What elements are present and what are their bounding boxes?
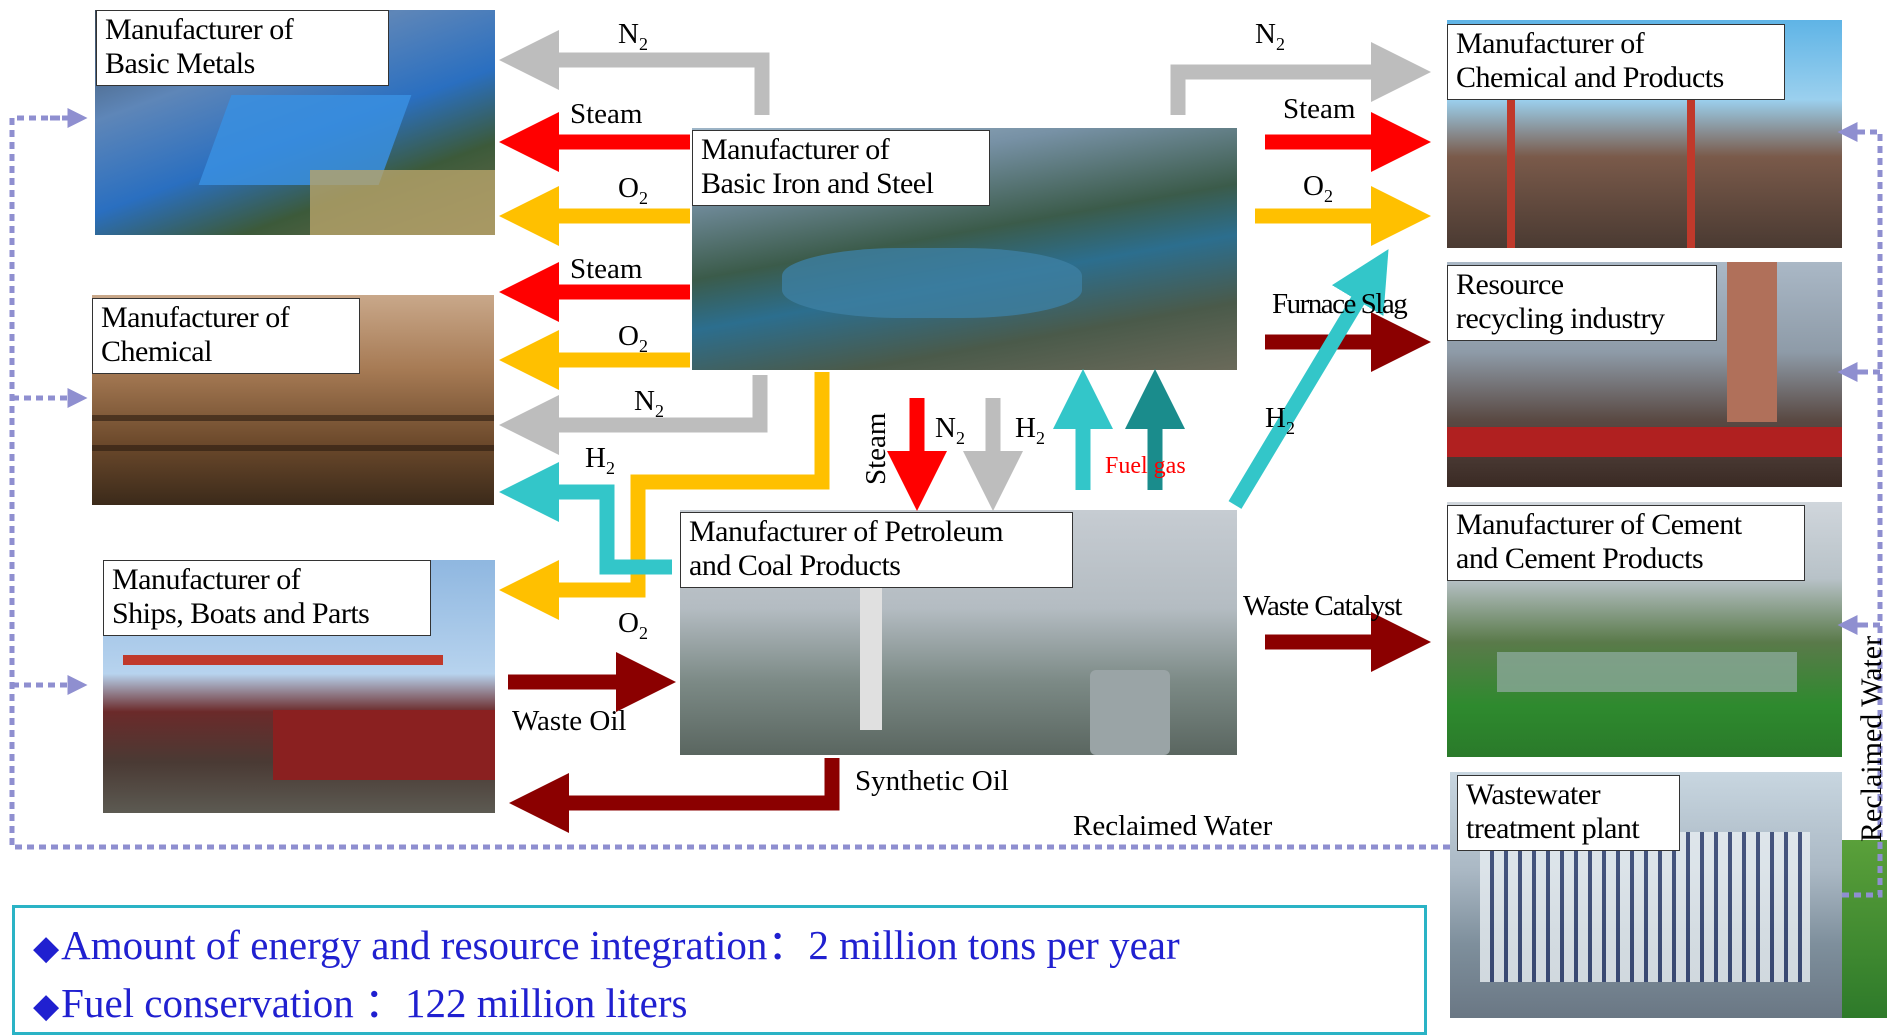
steam-label-right: Steam (1283, 93, 1356, 125)
h2-label-right: H2 (1265, 402, 1295, 438)
diamond-bullet-icon: ◆ (33, 930, 60, 967)
basic-metals-label: Manufacturer of Basic Metals (96, 10, 389, 86)
reclaimed-water-vertical-label: Reclaimed Water (1855, 635, 1887, 842)
n2-label-left-mid: N2 (634, 385, 664, 421)
n2-label-right-top: N2 (1255, 18, 1285, 54)
n2-arrow-left-mid (499, 375, 768, 455)
n2-label-left-top: N2 (618, 18, 648, 54)
chemical-products-label: Manufacturer of Chemical and Products (1447, 24, 1785, 100)
resource-recycling-label: Resource recycling industry (1447, 265, 1717, 341)
iron-steel-label: Manufacturer of Basic Iron and Steel (692, 130, 990, 206)
steam-label-left-1: Steam (570, 98, 643, 130)
o2-arrow-left-low (499, 372, 830, 620)
summary-line-2: ◆Fuel conservation ：122 million liters (33, 980, 688, 1026)
o2-label-left-1: O2 (618, 172, 648, 208)
h2-arrow-left (499, 462, 672, 575)
h2-label-up: H2 (1015, 412, 1045, 448)
n2-arrow-left-top (499, 30, 770, 115)
h2-label-left: H2 (585, 442, 615, 478)
reclaimed-water-line-left (9, 115, 1450, 850)
diamond-bullet-icon: ◆ (33, 988, 60, 1025)
reclaimed-water-line-right (1842, 129, 1883, 898)
cement-label: Manufacturer of Cement and Cement Produc… (1447, 505, 1805, 581)
n2-label-down: N2 (935, 412, 965, 448)
steam-label-left-2: Steam (570, 253, 643, 285)
synthetic-oil-label: Synthetic Oil (855, 765, 1009, 797)
summary-line-1: ◆Amount of energy and resource integrati… (33, 922, 1180, 968)
o2-label-left-low: O2 (618, 607, 648, 643)
n2-arrow-right-top (1170, 42, 1431, 115)
o2-label-right: O2 (1303, 170, 1333, 206)
steam-label-down: Steam (860, 412, 892, 486)
o2-label-left-2: O2 (618, 320, 648, 356)
chemical-label: Manufacturer of Chemical (92, 298, 360, 374)
h2-arrow-right (1228, 249, 1389, 509)
petroleum-label: Manufacturer of Petroleum and Coal Produ… (680, 512, 1073, 588)
furnace-slag-label: Furnace Slag (1272, 288, 1408, 320)
fuel-gas-label: Fuel gas (1105, 453, 1186, 479)
waste-oil-label: Waste Oil (512, 705, 627, 737)
ships-label: Manufacturer of Ships, Boats and Parts (103, 560, 431, 636)
reclaimed-water-label: Reclaimed Water (1073, 810, 1273, 842)
wastewater-label: Wastewater treatment plant (1457, 775, 1680, 851)
waste-catalyst-label: Waste Catalyst (1243, 590, 1402, 622)
summary-box: ◆Amount of energy and resource integrati… (12, 905, 1427, 1035)
synthetic-oil-arrow (509, 758, 840, 833)
